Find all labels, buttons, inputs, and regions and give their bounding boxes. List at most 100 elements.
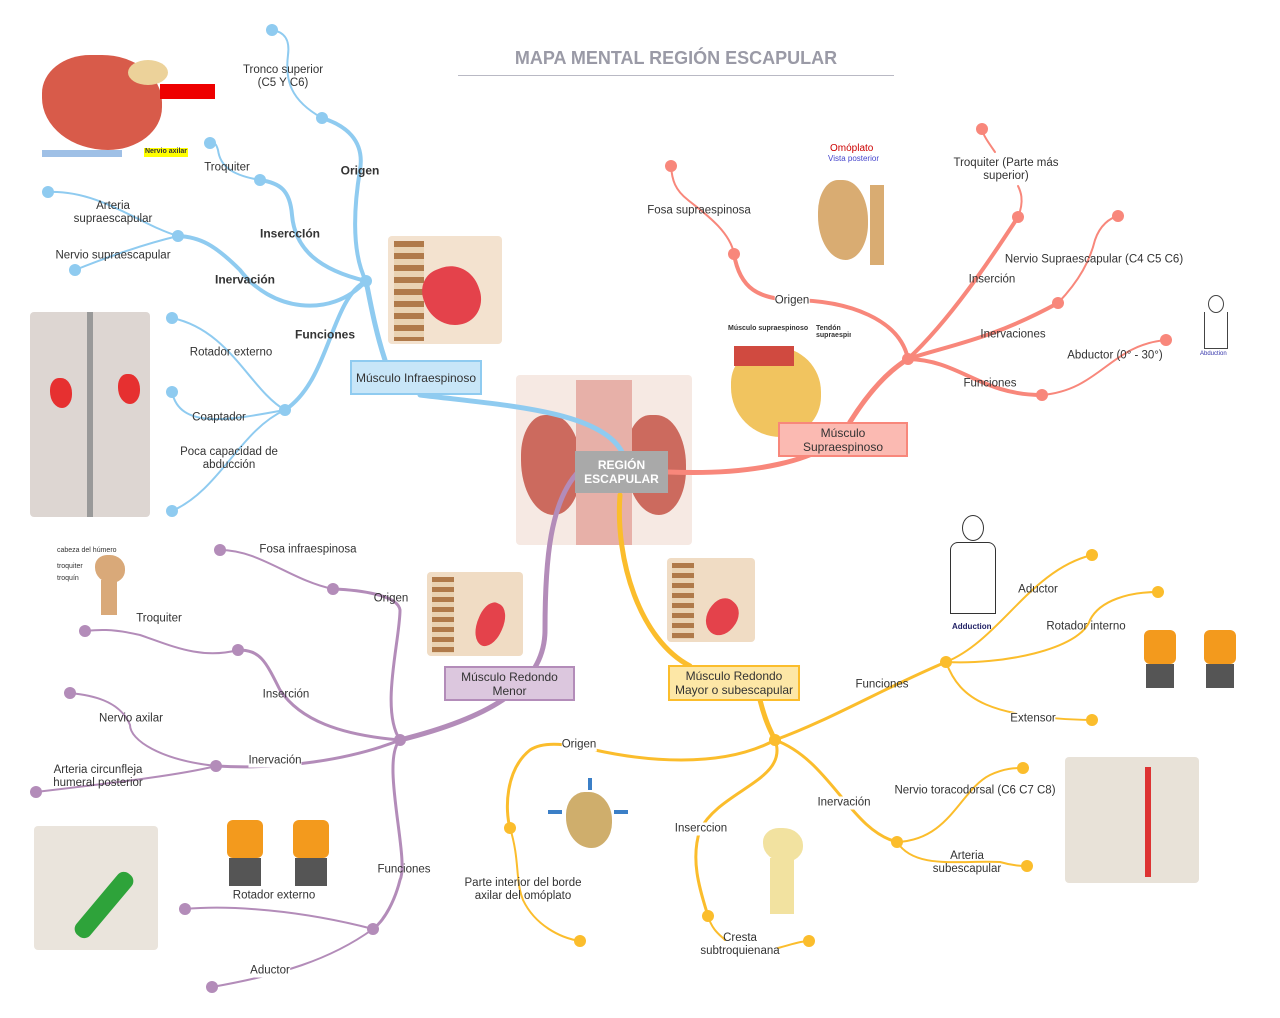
link-arteria — [35, 765, 217, 793]
link-inervacion — [773, 738, 899, 844]
label-troquiter[interactable]: Troquiter — [204, 161, 250, 174]
label-origen[interactable]: Origen — [373, 592, 409, 605]
label-rotador-externo[interactable]: Rotador externo — [189, 346, 273, 359]
link-aductor — [945, 554, 1093, 663]
link-insercion — [258, 178, 368, 283]
link-insercion — [236, 648, 402, 742]
node-musculo-redondo-menor[interactable]: Músculo Redondo Menor — [444, 666, 575, 701]
label-funciones[interactable]: Funciones — [963, 377, 1017, 390]
link-extensor — [945, 661, 1093, 721]
link-rotador — [171, 317, 286, 411]
link-parte — [509, 827, 581, 942]
back-muscles-image — [30, 312, 150, 517]
link-funciones — [773, 660, 948, 742]
label-coaptador[interactable]: Coaptador — [192, 411, 246, 424]
label-funciones[interactable]: Funciones — [377, 863, 431, 876]
abduction-caption: Abduction — [1200, 351, 1227, 357]
label-insercion[interactable]: Inserción — [262, 688, 310, 701]
label-fosa-infraespinosa[interactable]: Fosa infraespinosa — [259, 543, 357, 556]
link-poca — [171, 409, 286, 512]
adduction-caption: Adduction — [952, 622, 992, 631]
label-inervaciones[interactable]: Inervaciones — [980, 328, 1046, 341]
link-nervio — [896, 767, 1024, 843]
link-inervaciones — [906, 301, 1060, 361]
label-abductor[interactable]: Abductor (0° - 30°) — [1067, 349, 1163, 362]
link-rotador — [945, 591, 1159, 664]
label-nervio-toracodorsal[interactable]: Nervio toracodorsal (C6 C7 C8) — [894, 784, 1056, 797]
label-rotador-interno[interactable]: Rotador interno — [1046, 620, 1126, 633]
link-center-infraespinoso — [417, 392, 625, 455]
link-origen — [320, 116, 368, 283]
label-arteria-supraescapular[interactable]: Arteria supraescapular — [73, 200, 153, 225]
link-insercion — [906, 215, 1020, 361]
label-parte-interior[interactable]: Parte interior del borde axilar del omóp… — [464, 877, 582, 902]
label-tronco-superior[interactable]: Tronco superior (C5 Y C6) — [242, 64, 324, 89]
label-arteria-subescapular[interactable]: Arteria subescapular — [932, 850, 1002, 875]
scapula-movements-image — [548, 778, 648, 862]
page-title: MAPA MENTAL REGIÓN ESCAPULAR — [458, 48, 894, 76]
label-extensor[interactable]: Extensor — [1010, 712, 1056, 726]
link-fosa — [219, 549, 334, 590]
external-rotation-image — [215, 800, 350, 888]
chest-arteries-image — [1065, 757, 1199, 883]
label-origen[interactable]: Origen — [774, 294, 810, 308]
label-arteria-circunfleja[interactable]: Arteria circunfleja humeral posterior — [53, 764, 143, 789]
label-troquiter[interactable]: Troquiter — [136, 612, 182, 625]
link-tronco — [271, 29, 323, 119]
link-origen — [732, 252, 910, 361]
label-aductor[interactable]: Aductor — [250, 964, 290, 978]
label-origen[interactable]: Origen — [340, 163, 380, 178]
link-center-redondo-mayor — [616, 492, 693, 669]
tendon-caption: Tendón supraespinoso — [816, 325, 851, 339]
scapula-infraspinatus-image — [388, 236, 502, 344]
link-origen — [331, 587, 402, 742]
link-box-hub — [363, 278, 388, 363]
node-musculo-supraespinoso[interactable]: Músculo Supraespinoso — [778, 422, 908, 457]
label-rotador-externo[interactable]: Rotador externo — [232, 889, 316, 902]
link-funciones — [283, 279, 368, 412]
humerus-insertion-image — [728, 808, 843, 918]
label-poca-capacidad[interactable]: Poca capacidad de abducción — [180, 446, 278, 471]
node-musculo-infraespinoso[interactable]: Músculo Infraespinoso — [350, 360, 482, 395]
link-nervio — [1057, 215, 1119, 304]
humerus-image: cabeza del húmero troquiter troquín — [55, 545, 140, 615]
humeral-head-caption: cabeza del húmero — [57, 547, 117, 554]
label-funciones[interactable]: Funciones — [294, 327, 356, 342]
link-box-hub — [757, 697, 778, 743]
link-rotador — [184, 906, 374, 930]
label-insercion[interactable]: Inserción — [968, 273, 1016, 286]
link-arteria — [896, 841, 1028, 867]
scapula-posterior-image: Omóplato Vista posterior — [770, 140, 950, 280]
label-troquiter-superior[interactable]: Troquiter (Parte más superior) — [953, 157, 1059, 182]
label-cresta-subtroquienana[interactable]: Cresta subtroquienana — [700, 932, 780, 957]
label-fosa-supraespinosa[interactable]: Fosa supraespinosa — [647, 204, 751, 217]
teres-minor-image — [427, 572, 523, 656]
link-funciones — [906, 357, 1044, 397]
label-aductor[interactable]: Aductor — [1018, 583, 1058, 596]
label-origen[interactable]: Origen — [561, 738, 597, 752]
link-funciones — [371, 738, 404, 931]
scapula-teres-image — [34, 826, 158, 950]
center-node[interactable]: REGIÓN ESCAPULAR — [575, 451, 668, 493]
label-inervacion[interactable]: Inervación — [248, 754, 302, 768]
link-fosa — [670, 165, 735, 255]
label-nervio-supraescapular[interactable]: Nervio Supraescapular (C4 C5 C6) — [1004, 253, 1184, 266]
link-arteria — [47, 190, 179, 237]
label-inervacion[interactable]: Inervación — [214, 272, 276, 287]
node-musculo-redondo-mayor[interactable]: Músculo Redondo Mayor o subescapular — [668, 665, 800, 701]
link-aductor — [211, 928, 374, 988]
supraspinatus-caption: Músculo supraespinoso — [728, 325, 809, 332]
infraspinatus-anatomy-image: Nervio axilar — [38, 30, 218, 160]
link-nervio — [69, 692, 217, 767]
label-insercion[interactable]: InserccIón — [259, 226, 321, 241]
label-inervacion[interactable]: Inervación — [817, 796, 871, 810]
axillary-nerve-caption: Nervio axilar — [144, 148, 188, 157]
label-insercion[interactable]: Inserccion — [674, 822, 728, 836]
label-funciones[interactable]: Funciones — [855, 678, 909, 691]
link-troquiter — [84, 628, 239, 655]
troquin-caption: troquín — [57, 575, 79, 582]
label-nervio-axilar[interactable]: Nervio axilar — [99, 712, 163, 725]
label-nervio-supraescapular[interactable]: Nervio supraescapular — [55, 249, 171, 262]
link-abductor — [1041, 339, 1167, 396]
